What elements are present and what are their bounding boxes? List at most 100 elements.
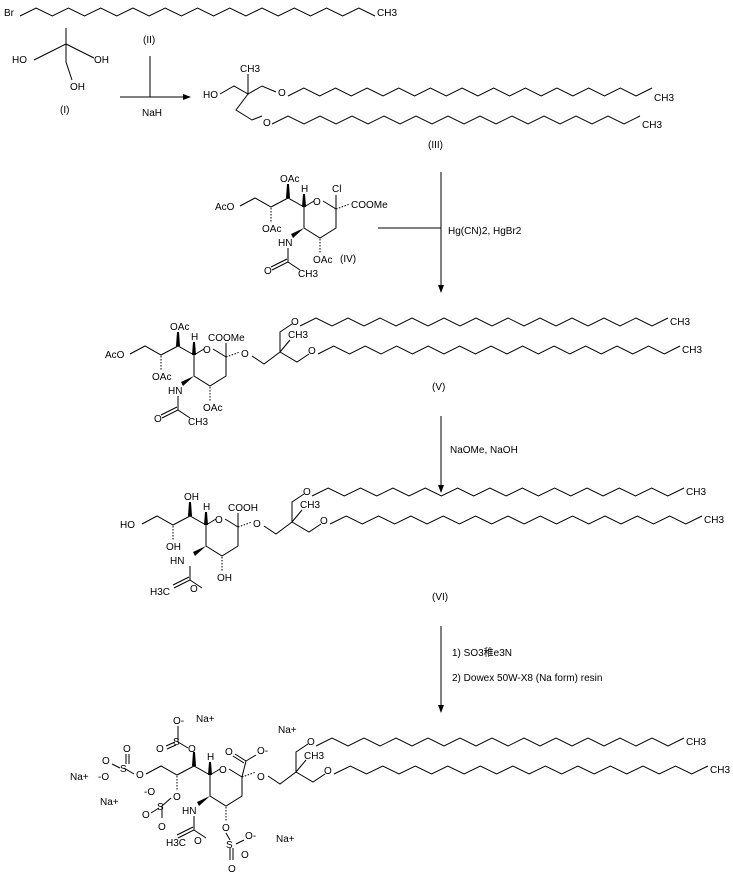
compound-III: HO CH3 O O CH3 CH3 (III) — [203, 64, 674, 151]
compound-II-bromide: Br CH3 — [4, 7, 397, 19]
atom-o: O — [241, 349, 249, 360]
reaction-step-2: Hg(CN)2, HgBr2 — [378, 172, 522, 293]
atom-o-minus: O- — [245, 831, 256, 842]
group-oh: OH — [184, 492, 199, 503]
atom-o: O — [158, 822, 166, 833]
atom-o: O — [203, 345, 211, 356]
atom-ch3: CH3 — [682, 345, 702, 356]
atom-o: O — [228, 864, 236, 875]
atom-o: O — [303, 487, 311, 498]
alkyl-chain — [329, 515, 703, 525]
atom-o: O — [313, 197, 321, 208]
alkyl-chain-group — [311, 487, 685, 497]
atom-o-carbonyl: O — [225, 747, 233, 758]
group-coome: COOMe — [208, 333, 245, 344]
reagent-nah: NaH — [142, 108, 162, 119]
group-oac: OAc — [262, 224, 281, 235]
atom-h: H — [207, 752, 214, 763]
group-aco: AcO — [105, 350, 125, 361]
atom-o-minus: -O — [98, 772, 109, 783]
group-oac: OAc — [313, 255, 332, 266]
atom-o-minus: O- — [173, 716, 184, 727]
reagent-naome: NaOMe, NaOH — [450, 445, 518, 456]
label-VI: (VI) — [432, 592, 448, 603]
label-I: (I) — [60, 105, 69, 116]
atom-h: H — [191, 332, 198, 343]
alkyl-chain — [19, 7, 376, 17]
atom-ch3: CH3 — [240, 64, 260, 75]
counterion-na: Na+ — [70, 772, 89, 783]
alkyl-chain-group — [315, 737, 685, 747]
compound-VI: COOH O O H OH OH HO HN O H3C OH CH3 O O … — [120, 487, 724, 603]
reaction-step-1: (II) NaH — [120, 35, 191, 119]
atom-ho: HO — [12, 55, 27, 66]
alkyl-chain — [299, 317, 669, 327]
atom-cl: Cl — [332, 184, 341, 195]
atom-o: O — [156, 744, 164, 755]
atom-hn: HN — [170, 556, 184, 567]
group-aco: AcO — [215, 202, 235, 213]
alkyl-chain — [271, 115, 641, 125]
compound-IV: Cl COOMe O H OAc OAc AcO HN O CH3 OAc (I… — [215, 174, 388, 280]
atom-ch3: CH3 — [686, 737, 706, 748]
alkyl-chain-group — [329, 515, 703, 525]
group-oac: OAc — [203, 403, 222, 414]
atom-o: O — [123, 744, 131, 755]
atom-ch3: CH3 — [288, 330, 308, 341]
atom-o: O — [308, 346, 316, 357]
atom-o: O — [188, 744, 196, 755]
group-oac: OAc — [152, 372, 171, 383]
reagent-hg: Hg(CN)2, HgBr2 — [448, 226, 522, 237]
atom-o: O — [263, 118, 271, 129]
atom-o-minus: -O — [144, 787, 155, 798]
atom-ch3: CH3 — [710, 765, 730, 776]
atom-hn: HN — [278, 238, 292, 249]
atom-s: S — [120, 764, 127, 775]
alkyl-chain — [287, 87, 653, 97]
group-ho: HO — [120, 520, 135, 531]
atom-h: H — [301, 184, 308, 195]
alkyl-chain — [315, 737, 685, 747]
label-II: (II) — [143, 35, 155, 46]
group-oac: OAc — [280, 174, 299, 185]
counterion-na: Na+ — [276, 834, 295, 845]
atom-hn: HN — [168, 386, 182, 397]
atom-o: O — [222, 823, 230, 834]
label-III: (III) — [428, 140, 443, 151]
counterion-na: Na+ — [278, 725, 297, 736]
compound-I: HO OH OH (I) — [12, 28, 109, 116]
atom-o: O — [102, 756, 110, 767]
group-oh: OH — [217, 573, 232, 584]
atom-o: O — [194, 836, 202, 847]
alkyl-chain-group — [287, 87, 653, 97]
atom-o: O — [142, 810, 150, 821]
atom-ch3: CH3 — [642, 120, 662, 131]
compound-VII: O O- O O H Na+ O S O- O Na+ O S O O -O N… — [70, 714, 730, 875]
reaction-step-3: NaOMe, NaOH — [438, 416, 518, 493]
atom-o: O — [320, 516, 328, 527]
alkyl-chain-group — [333, 765, 709, 775]
atom-o: O — [278, 88, 286, 99]
atom-br: Br — [4, 8, 15, 19]
counterion-na: Na+ — [196, 714, 215, 725]
alkyl-chain-group — [317, 345, 681, 355]
atom-o: O — [154, 414, 162, 425]
atom-o: O — [307, 737, 315, 748]
atom-o-ring: O — [219, 765, 227, 776]
group-oac: OAc — [170, 322, 189, 333]
atom-o: O — [215, 515, 223, 526]
counterion-na: Na+ — [100, 797, 119, 808]
atom-o: O — [253, 519, 261, 530]
atom-o: O — [190, 584, 198, 595]
atom-ch3: CH3 — [300, 500, 320, 511]
atom-h3c: H3C — [150, 587, 170, 598]
atom-ch3: CH3 — [670, 317, 690, 328]
label-IV: (IV) — [340, 254, 356, 265]
atom-o: O — [173, 792, 181, 803]
atom-o: O — [136, 770, 144, 781]
compound-V: COOMe O O H OAc OAc AcO HN O CH3 OAc CH3… — [105, 317, 702, 428]
reagent-so3: 1) SO3稚e3N — [452, 647, 512, 659]
group-cooh: COOH — [228, 503, 258, 514]
atom-oh: OH — [70, 82, 85, 93]
